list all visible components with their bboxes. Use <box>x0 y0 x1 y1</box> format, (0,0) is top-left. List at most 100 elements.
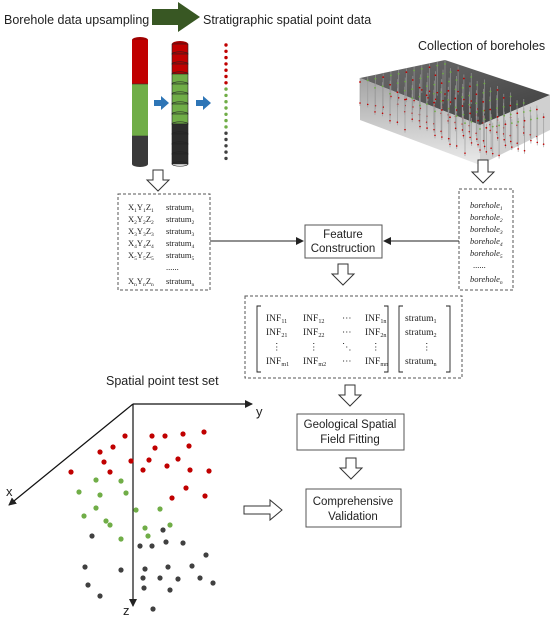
stratum-point <box>224 125 228 129</box>
coordinate-list-box <box>117 193 211 291</box>
vector-bracket-left <box>398 305 403 373</box>
borehole-list: borehole1​borehole2​borehole3​borehole4​… <box>470 200 503 286</box>
coord-stratum: stratum1​ <box>166 202 195 214</box>
feature-matrix: INF11​INF12​⋯INF1n​INF21​INF22​⋯INF2n​⋮⋮… <box>256 305 451 373</box>
down-arrow-icon <box>337 384 363 407</box>
blue-arrow-icon <box>154 96 169 110</box>
coordinate-list: X1​Y1​Z1​stratum1​X2​Y2​Z2​stratum2​X3​Y… <box>128 202 195 288</box>
matrix-cell: INF12​ <box>303 314 324 325</box>
test-point <box>76 489 82 495</box>
coord-stratum: stratumn​ <box>166 276 195 288</box>
test-point <box>162 433 168 439</box>
coord-stratum: stratum4​ <box>166 238 195 250</box>
coord-stratum: stratum3​ <box>166 226 195 238</box>
test-point <box>206 468 212 474</box>
matrix-bracket-right <box>384 305 389 373</box>
matrix-bracket-left <box>256 305 261 373</box>
borehole-column-original <box>132 37 148 167</box>
stratum-point <box>224 137 228 142</box>
borehole-collection-image <box>359 60 550 165</box>
borehole-name: borehole4​ <box>470 236 503 248</box>
big-arrow-icon <box>152 2 200 32</box>
test-point <box>210 580 216 586</box>
stratum-point <box>224 112 228 117</box>
test-point <box>118 478 124 484</box>
fitting-line2: Field Fitting <box>320 434 379 446</box>
stratum-point <box>224 62 228 66</box>
stratum-point <box>224 68 228 72</box>
test-point <box>97 449 103 455</box>
test-point <box>89 533 95 539</box>
vector-bracket-right <box>446 305 451 373</box>
test-point <box>142 525 148 531</box>
test-point <box>140 575 146 581</box>
stratum-point <box>224 74 228 79</box>
axis-y-label: y <box>256 404 263 419</box>
stratum-point <box>224 150 228 154</box>
test-point <box>97 492 103 498</box>
test-point <box>110 444 116 450</box>
test-point <box>186 443 192 449</box>
down-arrow-icon <box>145 169 171 192</box>
coord-stratum: stratum2​ <box>166 214 195 226</box>
feature-construction-box <box>304 224 383 259</box>
matrix-cell: ⋮ <box>309 343 319 353</box>
stratum-point <box>224 81 228 85</box>
matrix-cell: INF2n​ <box>365 328 386 339</box>
coord-ellipsis: ...... <box>166 262 179 272</box>
test-point <box>160 527 166 533</box>
test-point <box>118 536 124 542</box>
test-point <box>137 543 143 549</box>
test-point <box>103 518 109 524</box>
stratum-point <box>224 144 228 148</box>
test-set-points <box>68 429 216 612</box>
test-point <box>201 429 207 435</box>
coord-stratum: stratum5​ <box>166 250 195 262</box>
test-point <box>167 522 173 528</box>
matrix-cell: INF11​ <box>266 314 287 325</box>
validation-line1: Comprehensive <box>313 496 394 508</box>
validation-box <box>305 488 402 528</box>
coord-xyz: Xn​Yn​Zn​ <box>128 276 154 288</box>
matrix-cell: ⋯ <box>342 314 352 324</box>
test-point <box>142 566 148 572</box>
stratum-point <box>224 49 228 53</box>
vector-cell: stratum2​ <box>405 328 437 339</box>
stratigraphic-label: Stratigraphic spatial point data <box>203 13 371 27</box>
test-point <box>197 575 203 581</box>
fitting-line1: Geological Spatial <box>304 419 397 431</box>
test-point <box>101 459 107 465</box>
collection-label: Collection of boreholes <box>418 39 545 53</box>
test-point <box>107 522 113 528</box>
validation-line2: Validation <box>328 511 378 523</box>
test-point <box>140 467 146 473</box>
test-point <box>146 457 152 463</box>
upsampling-label: Borehole data upsampling <box>4 13 149 27</box>
borehole-name: borehole2​ <box>470 212 503 224</box>
vector-cell: stratumn​ <box>405 357 437 368</box>
matrix-cell: INFm1​ <box>266 357 289 368</box>
coord-xyz: X5​Y5​Z5​ <box>128 250 154 262</box>
test-point <box>141 585 147 591</box>
feature-line2: Construction <box>311 243 376 255</box>
test-point <box>165 564 171 570</box>
stratum-point <box>224 43 228 47</box>
feature-line1: Feature <box>323 229 363 241</box>
test-set-label: Spatial point test set <box>106 374 219 388</box>
test-point <box>189 563 195 569</box>
coord-xyz: X2​Y2​Z2​ <box>128 214 154 226</box>
test-point <box>183 485 189 491</box>
coord-xyz: X1​Y1​Z1​ <box>128 202 154 214</box>
borehole-name: borehole3​ <box>470 224 503 236</box>
test-point <box>93 477 99 483</box>
x-axis <box>8 403 134 506</box>
matrix-cell: INF22​ <box>303 328 324 339</box>
test-point <box>150 606 156 612</box>
test-point <box>97 593 103 599</box>
down-arrow-icon <box>470 159 496 184</box>
matrix-cell: ⋮ <box>371 343 381 353</box>
borehole-name: borehole5​ <box>470 248 503 260</box>
stratum-point <box>224 118 228 123</box>
test-point <box>118 567 124 573</box>
